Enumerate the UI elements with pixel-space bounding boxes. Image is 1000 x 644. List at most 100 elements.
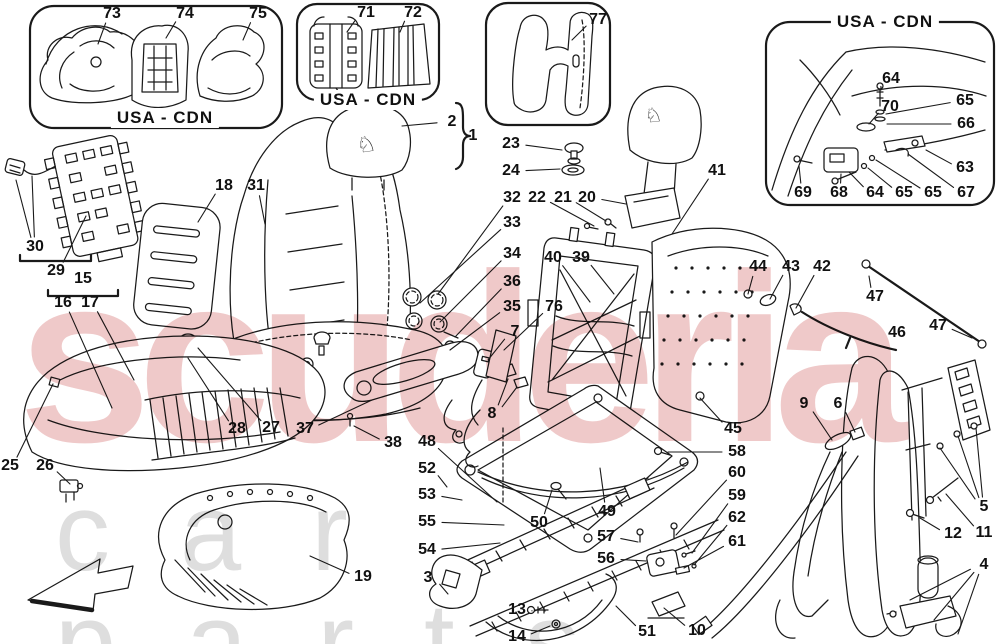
callout-61: 61 <box>728 533 746 550</box>
callout-22: 22 <box>528 189 546 206</box>
callout-50: 50 <box>530 514 548 531</box>
callout-44: 44 <box>749 258 767 275</box>
callout-48: 48 <box>418 433 436 450</box>
back-panel-drawing <box>651 227 802 424</box>
callout-33: 33 <box>503 214 521 231</box>
callout-1: 1 <box>468 127 478 144</box>
leader-lines <box>15 19 984 635</box>
callout-47: 47 <box>929 317 947 334</box>
seat-rails-drawing <box>429 477 725 642</box>
section-title-heater-mats: USA - CDN <box>313 90 423 110</box>
callout-38: 38 <box>384 434 402 451</box>
callout-53: 53 <box>418 486 436 503</box>
callout-2: 2 <box>447 113 457 130</box>
backrest-pad-drawing <box>133 202 221 330</box>
callout-41: 41 <box>708 162 726 179</box>
callout-19: 19 <box>354 568 372 585</box>
callout-5: 5 <box>979 498 989 515</box>
callout-65: 65 <box>924 184 942 201</box>
heater-mats-drawing <box>295 2 441 102</box>
callout-12: 12 <box>944 525 962 542</box>
callout-75: 75 <box>249 5 267 22</box>
callout-67: 67 <box>957 184 975 201</box>
callout-55: 55 <box>418 513 436 530</box>
child-seats-drawing <box>28 4 284 130</box>
callout-32: 32 <box>503 189 521 206</box>
section-title-anchorage-kit: USA - CDN <box>830 12 940 32</box>
callout-21: 21 <box>554 189 572 206</box>
callout-59: 59 <box>728 487 746 504</box>
seat-pan-drawing <box>158 483 350 611</box>
svg-text:♘: ♘ <box>355 130 378 158</box>
callout-4: 4 <box>979 556 989 573</box>
callout-74: 74 <box>176 5 194 22</box>
callout-18: 18 <box>215 177 233 194</box>
callout-40: 40 <box>544 249 562 266</box>
occupant-sensor-harness-drawing <box>4 135 147 298</box>
callout-56: 56 <box>597 550 615 567</box>
callout-24: 24 <box>502 162 520 179</box>
guide-rod-drawing <box>800 259 987 352</box>
callout-17: 17 <box>81 294 99 311</box>
callout-23: 23 <box>502 135 520 152</box>
callout-63: 63 <box>956 159 974 176</box>
seat-belt-drawing <box>691 355 991 639</box>
callout-46: 46 <box>888 324 906 341</box>
callout-35: 35 <box>503 298 521 315</box>
callout-73: 73 <box>103 5 121 22</box>
callout-66: 66 <box>957 115 975 132</box>
callout-43: 43 <box>782 258 800 275</box>
callout-9: 9 <box>799 395 809 412</box>
callout-20: 20 <box>578 189 596 206</box>
callout-13: 13 <box>508 601 526 618</box>
callout-29: 29 <box>47 262 65 279</box>
callout-42: 42 <box>813 258 831 275</box>
callout-15: 15 <box>74 270 92 287</box>
callout-25: 25 <box>1 457 19 474</box>
callout-62: 62 <box>728 509 746 526</box>
callout-3: 3 <box>423 569 433 586</box>
callout-10: 10 <box>688 622 706 639</box>
callout-71: 71 <box>357 4 375 21</box>
callout-30: 30 <box>26 238 44 255</box>
callout-54: 54 <box>418 541 436 558</box>
callout-68: 68 <box>830 184 848 201</box>
callout-52: 52 <box>418 460 436 477</box>
callout-brackets <box>454 101 472 171</box>
callout-51: 51 <box>638 623 656 640</box>
callout-60: 60 <box>728 464 746 481</box>
callout-58: 58 <box>728 443 746 460</box>
backrest-shell-drawing <box>484 1 612 127</box>
callout-45: 45 <box>724 420 742 437</box>
callout-64: 64 <box>882 70 900 87</box>
svg-text:♘: ♘ <box>643 104 663 128</box>
callout-49: 49 <box>598 503 616 520</box>
callout-70: 70 <box>881 98 899 115</box>
callout-27: 27 <box>262 419 280 436</box>
callout-39: 39 <box>572 249 590 266</box>
callout-47: 47 <box>866 288 884 305</box>
direction-arrow <box>27 558 134 613</box>
callout-11: 11 <box>975 524 993 541</box>
buckle-and-cable-drawing <box>443 329 517 444</box>
callout-77: 77 <box>589 11 607 28</box>
callout-76: 76 <box>545 298 563 315</box>
callout-69: 69 <box>794 184 812 201</box>
callout-6: 6 <box>833 395 843 412</box>
seat-cushion-drawing <box>23 335 326 503</box>
callout-64: 64 <box>866 184 884 201</box>
headrest-assembly-drawing: ♘ <box>561 85 702 230</box>
callout-8: 8 <box>487 405 497 422</box>
section-title-child-seats: USA - CDN <box>110 108 220 128</box>
callout-26: 26 <box>36 457 54 474</box>
callout-31: 31 <box>247 177 265 194</box>
callout-37: 37 <box>296 420 314 437</box>
callout-72: 72 <box>404 4 422 21</box>
callout-16: 16 <box>54 294 72 311</box>
callout-34: 34 <box>503 245 521 262</box>
callout-36: 36 <box>503 273 521 290</box>
callout-65: 65 <box>895 184 913 201</box>
callout-14: 14 <box>508 628 526 644</box>
backrest-frame-drawing <box>527 226 656 423</box>
